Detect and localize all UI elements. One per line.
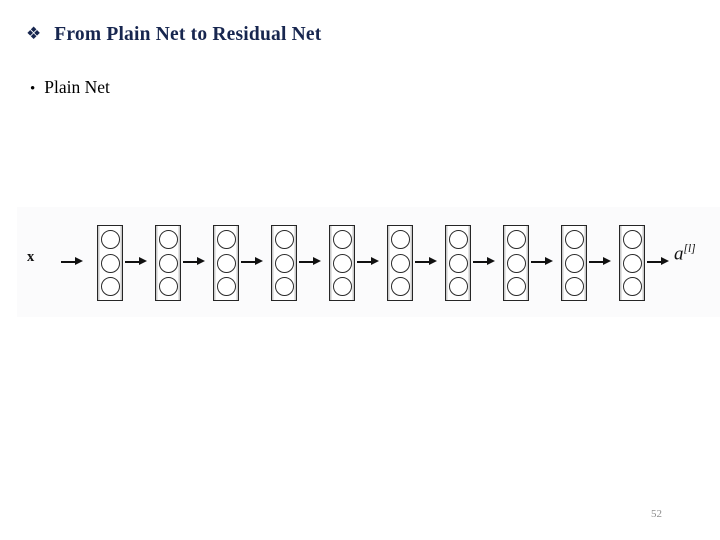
neuron-node [332, 253, 352, 273]
arrow-head [661, 257, 669, 265]
neuron-node [448, 230, 468, 250]
arrow-shaft [357, 260, 373, 263]
neuron-node [622, 253, 642, 273]
arrow-head [429, 257, 437, 265]
neuron-node [100, 253, 120, 273]
network-layer-block [97, 225, 123, 301]
flow-arrow-icon [589, 257, 611, 266]
flow-arrow-icon [125, 257, 147, 266]
neuron-node [506, 230, 526, 250]
flow-arrow-icon [647, 257, 669, 266]
flow-arrow-icon [357, 257, 379, 266]
arrow-shaft [241, 260, 257, 263]
plain-net-diagram: x a[l] [17, 207, 720, 317]
neuron-node [332, 276, 352, 296]
arrow-head [371, 257, 379, 265]
neuron-node [506, 253, 526, 273]
arrow-shaft [415, 260, 431, 263]
flow-arrow-icon [473, 257, 495, 266]
arrow-head [255, 257, 263, 265]
neuron-node [216, 253, 236, 273]
network-layer-block [213, 225, 239, 301]
arrow-head [75, 257, 83, 265]
arrow-shaft [473, 260, 489, 263]
arrow-shaft [183, 260, 199, 263]
arrow-head [603, 257, 611, 265]
neuron-node [216, 276, 236, 296]
arrow-head [139, 257, 147, 265]
arrow-head [313, 257, 321, 265]
flow-arrow-icon [183, 257, 205, 266]
bullet-dot-icon: • [30, 81, 36, 97]
diagram-layer-row: x a[l] [17, 207, 720, 317]
arrow-shaft [531, 260, 547, 263]
neuron-node [564, 253, 584, 273]
neuron-node [158, 230, 178, 250]
page-title-text: From Plain Net to Residual Net [54, 24, 322, 45]
neuron-node [158, 276, 178, 296]
arrow-head [197, 257, 205, 265]
arrow-shaft [61, 260, 77, 263]
arrow-shaft [647, 260, 663, 263]
arrow-head [487, 257, 495, 265]
neuron-node [622, 276, 642, 296]
network-layer-block [503, 225, 529, 301]
flow-arrow-icon [531, 257, 553, 266]
network-layer-block [619, 225, 645, 301]
arrow-shaft [589, 260, 605, 263]
neuron-node [506, 276, 526, 296]
diagram-input-label: x [27, 249, 35, 265]
arrow-shaft [125, 260, 141, 263]
neuron-node [100, 230, 120, 250]
network-layer-block [561, 225, 587, 301]
neuron-node [158, 253, 178, 273]
neuron-node [448, 276, 468, 296]
bullet-item-plain-net: • Plain Net [30, 77, 110, 98]
flow-arrow-icon [61, 257, 83, 266]
neuron-node [448, 253, 468, 273]
page-title: ❖ From Plain Net to Residual Net [26, 24, 321, 46]
neuron-node [100, 276, 120, 296]
flow-arrow-icon [241, 257, 263, 266]
network-layer-block [387, 225, 413, 301]
network-layer-block [445, 225, 471, 301]
flow-arrow-icon [299, 257, 321, 266]
bullet-item-label: Plain Net [44, 77, 110, 97]
neuron-node [274, 230, 294, 250]
page-number: 52 [651, 508, 662, 520]
network-layer-block [329, 225, 355, 301]
output-label-superscript: [l] [683, 243, 696, 255]
arrow-head [545, 257, 553, 265]
arrow-shaft [299, 260, 315, 263]
neuron-node [274, 253, 294, 273]
network-layer-block [271, 225, 297, 301]
flow-arrow-icon [415, 257, 437, 266]
neuron-node [622, 230, 642, 250]
neuron-node [332, 230, 352, 250]
diagram-output-label: a[l] [674, 243, 696, 265]
output-label-base: a [674, 243, 684, 265]
diamond-bullet-icon: ❖ [26, 24, 42, 43]
neuron-node [390, 253, 410, 273]
neuron-node [390, 276, 410, 296]
neuron-node [274, 276, 294, 296]
neuron-node [564, 276, 584, 296]
neuron-node [564, 230, 584, 250]
neuron-node [390, 230, 410, 250]
neuron-node [216, 230, 236, 250]
network-layer-block [155, 225, 181, 301]
